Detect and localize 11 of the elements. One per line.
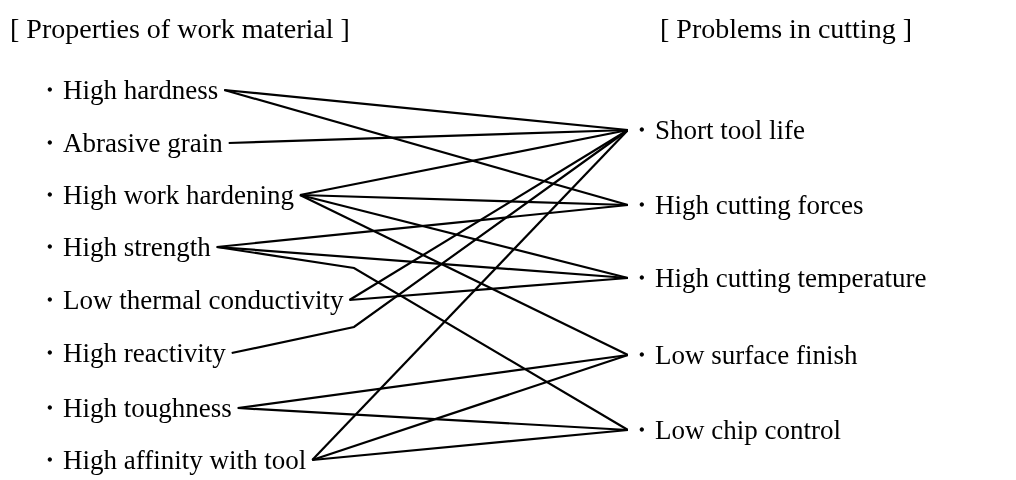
column-heading: [ Problems in cutting ] (660, 12, 912, 46)
connector-line (311, 353, 629, 462)
connector-line (311, 129, 629, 461)
connector-line (216, 245, 629, 431)
connector-line (299, 193, 629, 280)
connector-line (223, 88, 629, 207)
connector-line (312, 428, 629, 462)
connector-line (299, 194, 629, 356)
connector-line (231, 129, 629, 355)
connector-line (349, 276, 629, 302)
column-heading: [ Properties of work material ] (10, 12, 350, 46)
